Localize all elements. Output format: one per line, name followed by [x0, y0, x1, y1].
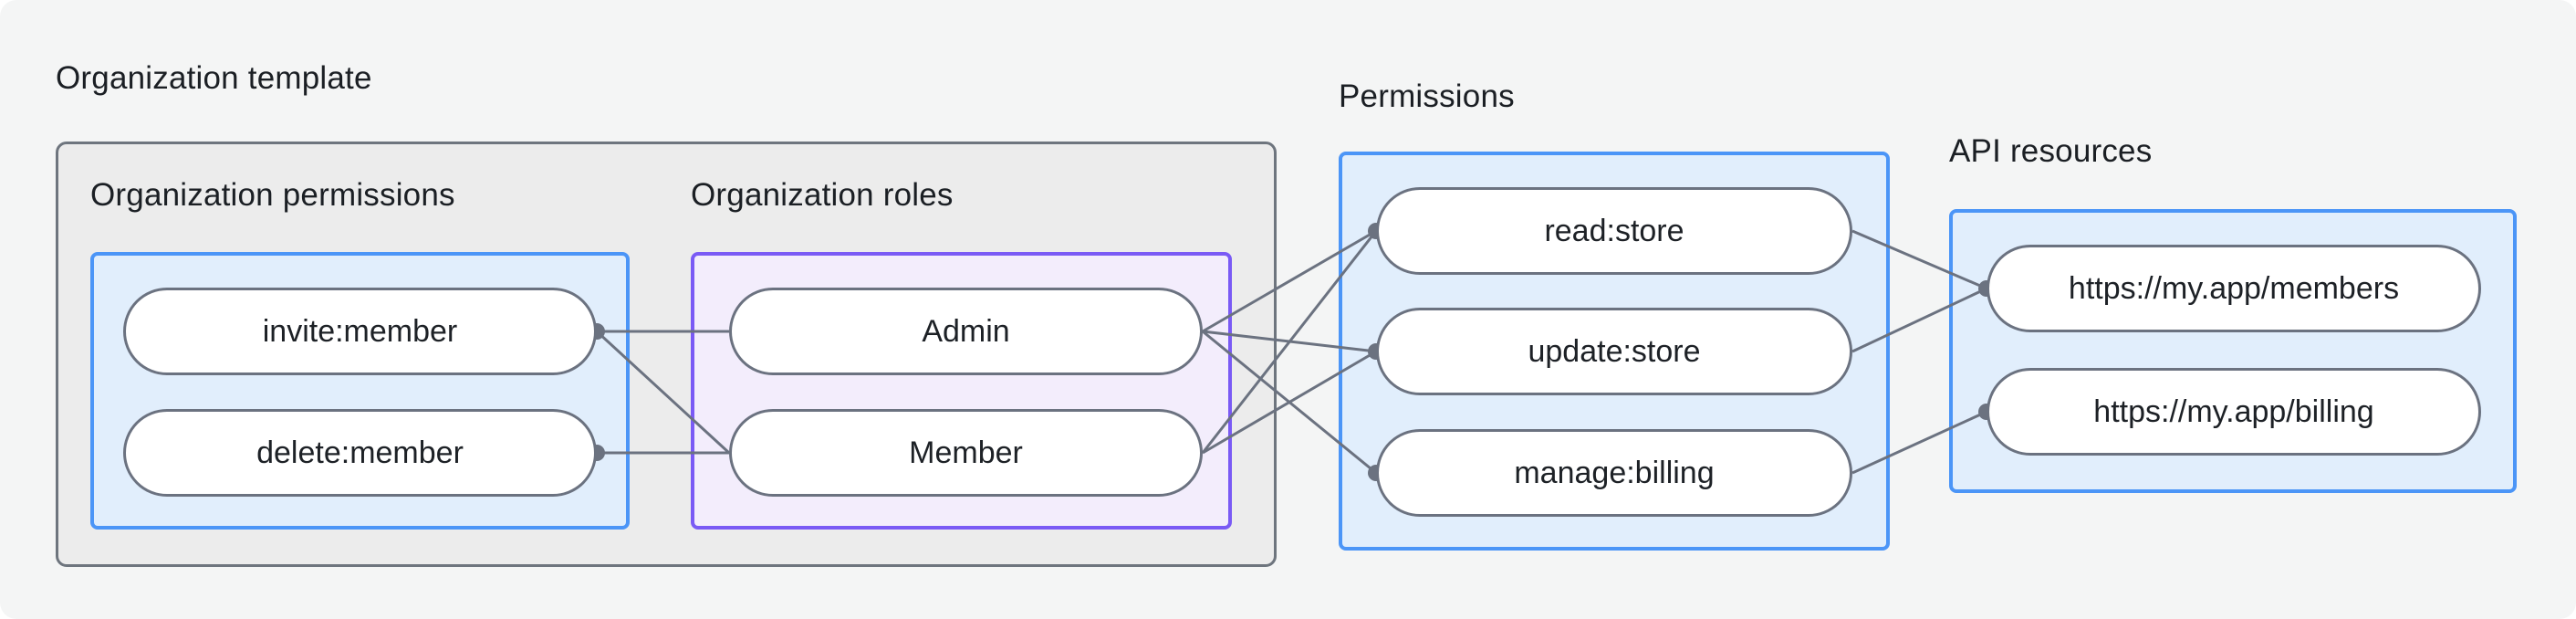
node-delete-member: delete:member	[123, 409, 597, 497]
node-update-store: update:store	[1376, 308, 1852, 395]
org-roles-label: Organization roles	[691, 177, 954, 213]
node-invite-member: invite:member	[123, 288, 597, 375]
node-member: Member	[729, 409, 1203, 497]
node-read-store: read:store	[1376, 187, 1852, 275]
org-permissions-label: Organization permissions	[90, 177, 455, 213]
node-manage-billing: manage:billing	[1376, 429, 1852, 517]
node-api-members: https://my.app/members	[1987, 245, 2481, 332]
org-template-label: Organization template	[56, 60, 372, 96]
node-admin: Admin	[729, 288, 1203, 375]
permissions-label: Permissions	[1339, 79, 1515, 114]
node-api-billing: https://my.app/billing	[1987, 368, 2481, 456]
api-resources-label: API resources	[1949, 133, 2153, 169]
